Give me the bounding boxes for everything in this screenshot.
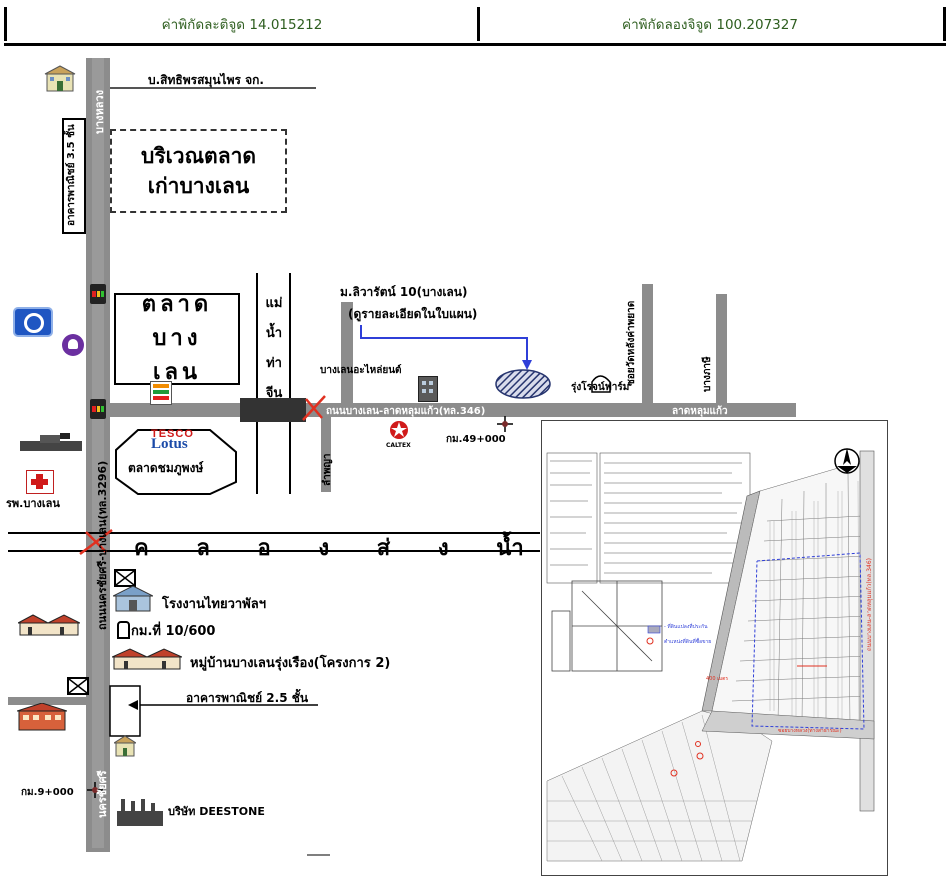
bang-len-market: ตลาด บาง เลน: [114, 292, 240, 385]
tha-chin-river-label: แม่ น้ำ ท่า จีน: [260, 289, 288, 409]
traffic-light-icon: [90, 399, 106, 419]
lat-lum-kaeo-label: ลาดหลุมแก้ว: [672, 406, 728, 417]
factory-building-icon: [112, 585, 154, 612]
caltex-icon: [386, 420, 412, 442]
soi-label-1: ซอยวัดหลังค่าพยาด: [626, 300, 637, 386]
auto-shop-label: บางเลนอะไหล่ยนต์: [320, 365, 402, 376]
market-line-3: เลน: [152, 360, 202, 386]
project-site-marker: [495, 369, 551, 399]
caltex-label: CALTEX: [386, 442, 411, 449]
shrine-icon: [591, 375, 611, 393]
lower-left-road: [8, 697, 86, 705]
deestone-label: บริษัท DEESTONE: [168, 805, 265, 818]
school-building-icon: [16, 702, 68, 731]
nakhon-chaisi-label: นครชัยศรี: [96, 770, 109, 818]
shrine-badge-icon: [62, 334, 84, 356]
soi-label-2: บางภาษี: [702, 356, 713, 392]
old-market-area: บริเวณตลาด เก่าบางเลน: [110, 129, 287, 213]
house-icon: [111, 648, 183, 670]
commercial-25-building: [109, 685, 141, 737]
river-line-2: น้ำ: [265, 326, 283, 341]
km-10-label: กม.ที่ 10/600: [131, 624, 216, 639]
plan-road-label: ถนนบางเลน-ลาดหลุมแก้ว(ทล.346): [866, 557, 873, 651]
highway-label-anchor: ถนนนครชัยศรี-บางเลน(ทล.3296): [93, 461, 109, 640]
km-49-label: กม.49+000: [446, 434, 506, 445]
hospital-label: รพ.บางเลน: [6, 497, 60, 510]
side-road-lamphu: [321, 417, 331, 492]
commercial-35-building: [62, 118, 86, 234]
company-label: บ.สิทธิพรสมุนไพร จก.: [148, 73, 264, 87]
river-line-4: จีน: [265, 386, 283, 401]
project-name-label: ม.ลิวารัตน์ 10(บางเลน): [340, 285, 468, 299]
tesco-lotus-octagon: [115, 429, 237, 495]
km9-post-icon: [87, 782, 103, 798]
old-market-line-1: บริเวณตลาด: [141, 143, 256, 168]
compass-icon: [834, 448, 860, 474]
factory-label: โรงงานไทยวาพัลฯ: [162, 597, 267, 612]
tesco-label: TESCO: [151, 428, 194, 440]
market-line-1: ตลาด: [141, 291, 213, 317]
side-road-soi: [642, 284, 653, 403]
side-road-bang-phasi: [716, 294, 727, 403]
village-label: หมู่บ้านบางเลนรุ่งเรือง(โครงการ 2): [190, 656, 391, 671]
seven-eleven-icon: [150, 381, 172, 405]
school-icon: [20, 433, 82, 453]
river-line-3: ท่า: [266, 356, 282, 371]
crossing-mark-2: [79, 529, 113, 555]
longitude-label: ค่าพิกัดลองจิจูด 100.207327: [477, 7, 946, 41]
side-road-1: [341, 302, 353, 403]
factory-icon: [117, 797, 163, 827]
bridge: [240, 398, 306, 422]
lamphu-label: ลำพญา: [322, 453, 333, 486]
building-icon: [44, 65, 76, 93]
road-346-label: ถนนบางเลน-ลาดหลุมแก้ว(ทล.346): [326, 406, 486, 417]
mailbox-icon: [67, 677, 89, 695]
plan-road-label-anchor: ถนนบางเลน-ลาดหลุมแก้ว(ทล.346): [864, 558, 873, 659]
coordinate-bar: ค่าพิกัดละติจูด 14.015212 ค่าพิกัดลองจิจ…: [4, 7, 946, 46]
mailbox-icon: [114, 569, 136, 587]
project-pointer-line: [360, 325, 528, 366]
subdivision-plan: - ที่ดินแปลงที่ประกัน ตำแหน่งที่ดินที่ซื…: [541, 420, 888, 876]
market-line-2: บาง: [152, 325, 202, 351]
bank-icon: [13, 307, 53, 337]
nakhon-chaisi-label-anchor: นครชัยศรี: [93, 770, 109, 828]
rung-roj-label: รุ่งโรจน์ฟาร์ม: [571, 382, 630, 393]
shop-building-icon: [418, 376, 438, 402]
bang-luang-road-label: บางหลวง: [93, 89, 106, 134]
building-icon: [112, 735, 138, 757]
lotus-label: Lotus: [151, 436, 188, 452]
river-line-1: แม่: [265, 296, 283, 311]
plan-legend-lot: ตำแหน่งที่ดินที่ซื้อขาย: [664, 639, 712, 645]
plan-drawing: [546, 448, 875, 862]
commercial-35-label: อาคารพาณิชย์ 3.5 ชั้น: [66, 124, 77, 226]
highway-3296-label: ถนนนครชัยศรี-บางเลน(ทล.3296): [96, 460, 109, 630]
plan-legend-sold: - ที่ดินแปลงที่ประกัน: [664, 624, 708, 630]
traffic-light-icon: [90, 284, 106, 304]
old-market-line-2: เก่าบางเลน: [147, 174, 250, 198]
crossing-mark-1: [302, 395, 326, 421]
km-post-icon: [497, 416, 513, 432]
commercial-25-label: อาคารพาณิชย์ 2.5 ชั้น: [186, 691, 309, 705]
plaza-label: ตลาดชมภูพงษ์: [128, 461, 204, 475]
latitude-label: ค่าพิกัดละติจูด 14.015212: [4, 7, 480, 41]
house-icon: [17, 614, 81, 636]
plan-soi-label: ซอยบางหลวง(ทางสาธารณะ): [778, 728, 842, 734]
km-9-label: กม.9+000: [21, 787, 74, 798]
project-note-label: (ดูรายละเอียดในใบแผน): [348, 307, 478, 321]
plan-distance-label: 400 เมตร: [706, 676, 729, 682]
hospital-icon: [26, 470, 54, 494]
km-marker-icon: [117, 621, 130, 639]
